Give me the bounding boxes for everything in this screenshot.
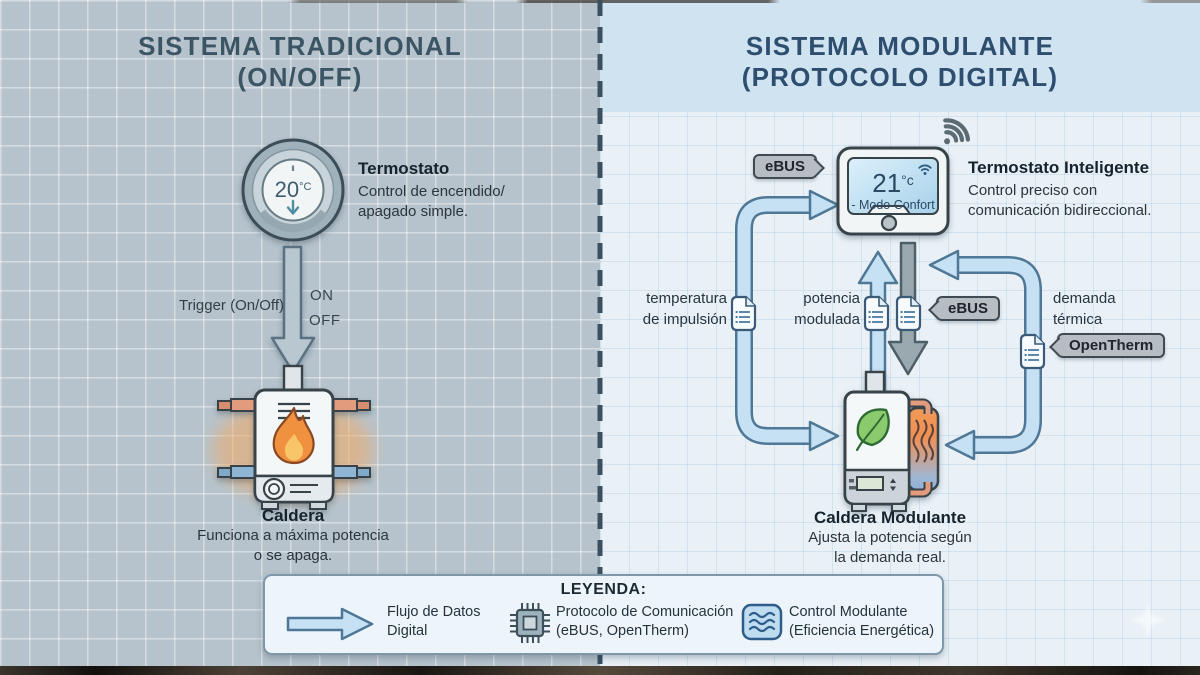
boiler-modulating [843,370,940,512]
legend-box: LEYENDA: Flujo de Datos Digital Protocol… [263,574,944,655]
state-off-label: OFF [309,312,341,329]
boiler-desc: o se apaga. [253,547,333,564]
thermostat-desc: apagado simple. [358,203,469,220]
boiler-display [856,476,884,491]
dial-unit: °C [299,181,312,193]
flow-label-line: temperatura [646,290,727,307]
home-button [880,214,898,232]
modulating-panel-title: SISTEMA MODULANTE (PROTOCOLO DIGITAL) [640,31,1160,93]
flow-label-line: térmica [1053,311,1103,328]
document-icon [730,295,757,332]
boiler-knob [262,477,286,501]
smart-thermostat-name: Termostato Inteligente [968,158,1150,177]
legend-title: LEYENDA: [560,581,647,598]
legend-label-line: Control Modulante [789,604,908,620]
title-line: (PROTOCOLO DIGITAL) [741,62,1059,92]
opentherm-tag: OpenTherm [1049,333,1166,358]
dial-temperature-reading: 20°C [263,177,323,203]
title-line: SISTEMA MODULANTE [745,31,1055,61]
screen-mode-label: - Modo Confort [851,198,935,212]
modulating-boiler-desc: la demanda real. [834,549,946,566]
screen-value: 21 [872,168,902,198]
boiler-desc: Funciona a máxima potencia [197,527,389,544]
screen-unit: °c [901,172,914,188]
screen-wifi-icon [918,164,932,175]
tag-label: OpenTherm [1069,337,1154,354]
modulating-panel-header-band [600,0,1200,112]
wifi-icon [943,118,971,145]
document-icon [1019,333,1046,370]
modulating-boiler-name: Caldera Modulante [813,508,967,527]
comm-protocol-chip-icon [510,603,550,643]
title-line: (ON/OFF) [237,62,363,92]
tag-label: eBUS [765,158,806,175]
legend-label-line: (Eficiencia Energética) [789,623,935,639]
ebus-tag-middle: eBUS [928,296,1001,321]
flow-label-line: demanda [1053,290,1116,307]
trigger-label: Trigger (On/Off) [178,297,284,314]
state-on-label: ON [310,287,334,304]
legend-label-line: (eBUS, OpenTherm) [556,623,689,639]
modulating-boiler-caption: Caldera Modulante Ajusta la potencia seg… [758,508,1022,568]
tag-label: eBUS [948,300,989,317]
ebus-tag-top: eBUS [753,154,825,179]
legend-label-line: Digital [387,623,428,639]
smart-thermostat-device [836,146,950,236]
dial-down-arrow-icon [286,199,300,215]
smart-thermostat-screen: 21°c - Modo Confort [849,166,937,212]
document-icon [895,295,922,332]
modulating-boiler-desc: Ajusta la potencia según [808,529,972,546]
screen-temperature: 21°c [849,166,937,197]
boiler-traditional [217,364,371,510]
on-off-trigger-arrow [270,245,316,374]
sparkle-watermark-icon [1131,603,1165,637]
modulating-control-waves-icon [741,603,783,641]
heat-waves [912,419,934,463]
boiler-name: Caldera [261,506,325,525]
legend-item-label: Protocolo de Comunicación (eBUS, OpenThe… [556,603,733,641]
smart-thermostat-desc: Control preciso con [968,182,1098,199]
video-letterbox-bottom [0,666,1200,675]
flame-icon [272,406,315,465]
modulated-power-label: potencia modulada [760,288,860,330]
document-icon [863,295,890,332]
leaf-icon [855,408,890,452]
legend-label-line: Flujo de Datos [387,604,481,620]
data-flow-arrow-icon [286,607,374,641]
supply-temp-label: temperatura de impulsión [590,288,727,330]
traditional-panel-title: SISTEMA TRADICIONAL (ON/OFF) [40,31,560,93]
smart-thermostat-desc: comunicación bidireccional. [968,202,1152,219]
legend-item-label: Control Modulante (Eficiencia Energética… [789,603,934,641]
thermal-demand-label: demanda térmica [1053,288,1163,330]
flow-label-line: potencia [803,290,860,307]
thermostat-dial [241,138,345,242]
legend-item-label: Flujo de Datos Digital [387,603,481,641]
flow-label-line: modulada [794,311,860,328]
legend-label-line: Protocolo de Comunicación [556,604,734,620]
heat-exchanger [906,406,940,492]
dial-value: 20 [274,177,300,202]
title-line: SISTEMA TRADICIONAL [138,31,462,61]
boiler-caption: Caldera Funciona a máxima potencia o se … [163,506,423,566]
thermostat-desc: Control de encendido/ [358,183,505,200]
thermal-demand-loop [928,249,1042,461]
flow-label-line: de impulsión [642,311,727,328]
thermostat-name: Termostato [358,159,450,178]
